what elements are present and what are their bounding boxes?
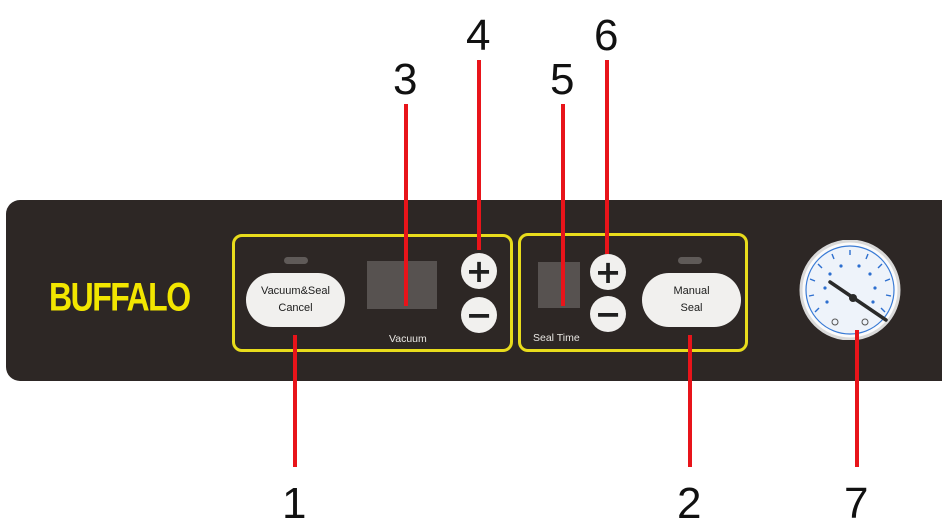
vacuum-display: [367, 261, 437, 309]
seal-time-control-group: [518, 233, 748, 352]
vacuum-seal-button-label-line2: Cancel: [278, 302, 313, 314]
seal-time-minus-button[interactable]: −: [590, 296, 626, 332]
manual-seal-button[interactable]: Manual Seal: [642, 273, 741, 327]
callout-6-leader-line: [605, 60, 609, 254]
callout-4-leader-line: [477, 60, 481, 250]
callout-7-leader-line: [855, 330, 859, 467]
callout-number-1: 1: [282, 479, 307, 528]
vacuum-plus-button[interactable]: +: [461, 253, 497, 289]
vacuum-seal-cancel-button[interactable]: Vacuum&Seal Cancel: [246, 273, 345, 327]
brand-logo: BUFFALO: [49, 274, 191, 320]
callout-1-leader-line: [293, 335, 297, 467]
callout-number-6: 6: [594, 11, 619, 60]
vacuum-control-group: [232, 234, 513, 352]
callout-2-leader-line: [688, 335, 692, 467]
vacuum-display-caption: Vacuum: [389, 333, 427, 345]
brand-logo-text: BUFFALO: [49, 274, 191, 319]
manual-seal-button-label-line2: Seal: [680, 302, 703, 314]
seal-time-display: [538, 262, 580, 308]
callout-number-5: 5: [550, 55, 575, 104]
callout-number-2: 2: [677, 479, 702, 528]
callout-3-leader-line: [404, 104, 408, 306]
callout-number-7: 7: [844, 479, 869, 528]
pressure-gauge-icon: [799, 240, 901, 340]
callout-number-3: 3: [393, 55, 418, 104]
callout-5-leader-line: [561, 104, 565, 306]
seal-time-plus-button[interactable]: +: [590, 254, 626, 290]
vacuum-seal-button-label-line1: Vacuum&Seal: [261, 285, 330, 297]
manual-seal-button-label-line1: Manual: [673, 285, 710, 297]
vacuum-minus-button[interactable]: −: [461, 297, 497, 333]
seal-time-display-caption: Seal Time: [533, 332, 580, 344]
manual-seal-indicator-led: [678, 257, 702, 264]
vacuum-seal-indicator-led: [284, 257, 308, 264]
callout-number-4: 4: [466, 11, 491, 60]
